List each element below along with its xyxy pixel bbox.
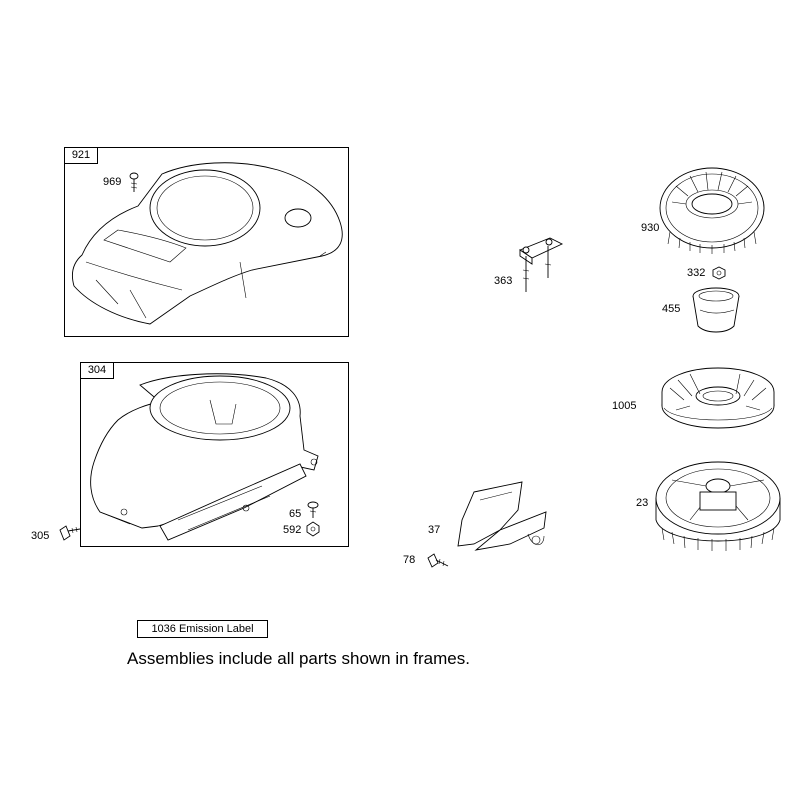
callout-23: 23 xyxy=(636,497,649,509)
part-37-air-guide xyxy=(457,481,547,551)
callout-930: 930 xyxy=(641,222,660,234)
callout-305: 305 xyxy=(31,530,50,542)
emission-label-box: 1036 Emission Label xyxy=(137,620,268,638)
callout-332: 332 xyxy=(687,267,706,279)
part-332-nut xyxy=(712,266,726,280)
callout-1005: 1005 xyxy=(612,400,637,412)
callout-455: 455 xyxy=(662,303,681,315)
part-1005-fan xyxy=(661,367,775,429)
callout-592: 592 xyxy=(283,524,302,536)
part-363-bracket xyxy=(519,237,564,292)
part-304-blower-housing xyxy=(90,373,319,541)
part-921-shroud xyxy=(71,162,343,325)
callout-363: 363 xyxy=(494,275,513,287)
frame-tag-304: 304 xyxy=(80,362,114,379)
part-592-nut xyxy=(306,521,320,537)
assemblies-note: Assemblies include all parts shown in fr… xyxy=(127,649,470,668)
callout-65: 65 xyxy=(289,508,302,520)
part-78-screw xyxy=(427,553,449,568)
part-455-cup xyxy=(692,287,740,333)
frame-tag-921: 921 xyxy=(64,147,98,164)
part-65-screw xyxy=(307,501,319,518)
callout-37: 37 xyxy=(428,524,441,536)
part-930-screen xyxy=(659,167,765,254)
part-23-flywheel xyxy=(655,461,781,551)
callout-969: 969 xyxy=(103,176,122,188)
part-969-screw xyxy=(129,172,139,192)
callout-78: 78 xyxy=(403,554,416,566)
part-305-screw xyxy=(59,525,81,541)
frame-921 xyxy=(64,147,349,337)
frame-304 xyxy=(80,362,349,547)
